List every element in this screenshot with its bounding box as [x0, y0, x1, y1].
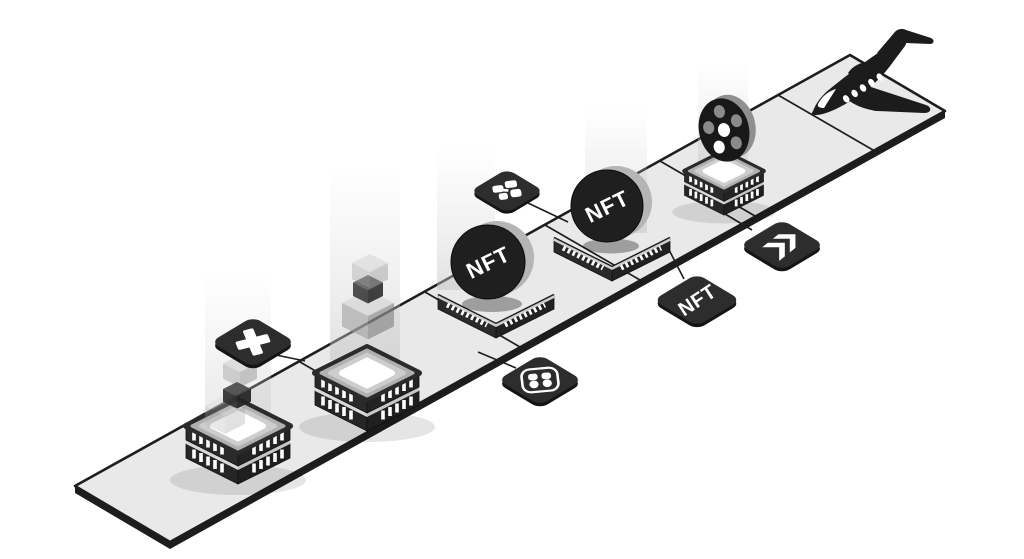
nft-coin-back: NFT	[554, 166, 670, 281]
nft-coin-front: NFT	[438, 221, 554, 338]
grid-icon	[520, 366, 560, 394]
blockchain-cluster-icon	[492, 180, 522, 200]
plus-badge	[215, 319, 291, 369]
connector-line	[477, 351, 517, 369]
server-stack-reel	[672, 94, 775, 223]
grid-badge	[502, 357, 578, 407]
blockchain-badge	[474, 171, 540, 214]
film-reel-icon	[698, 94, 756, 162]
fast-forward-badge	[744, 222, 820, 272]
jet-airplane	[811, 29, 934, 115]
airplane-icon	[811, 29, 934, 115]
nft-badge: NFT	[657, 276, 737, 328]
plus-icon	[235, 328, 271, 356]
connector-line	[275, 354, 306, 362]
connector-line	[527, 202, 569, 223]
tile-divider	[777, 94, 874, 151]
